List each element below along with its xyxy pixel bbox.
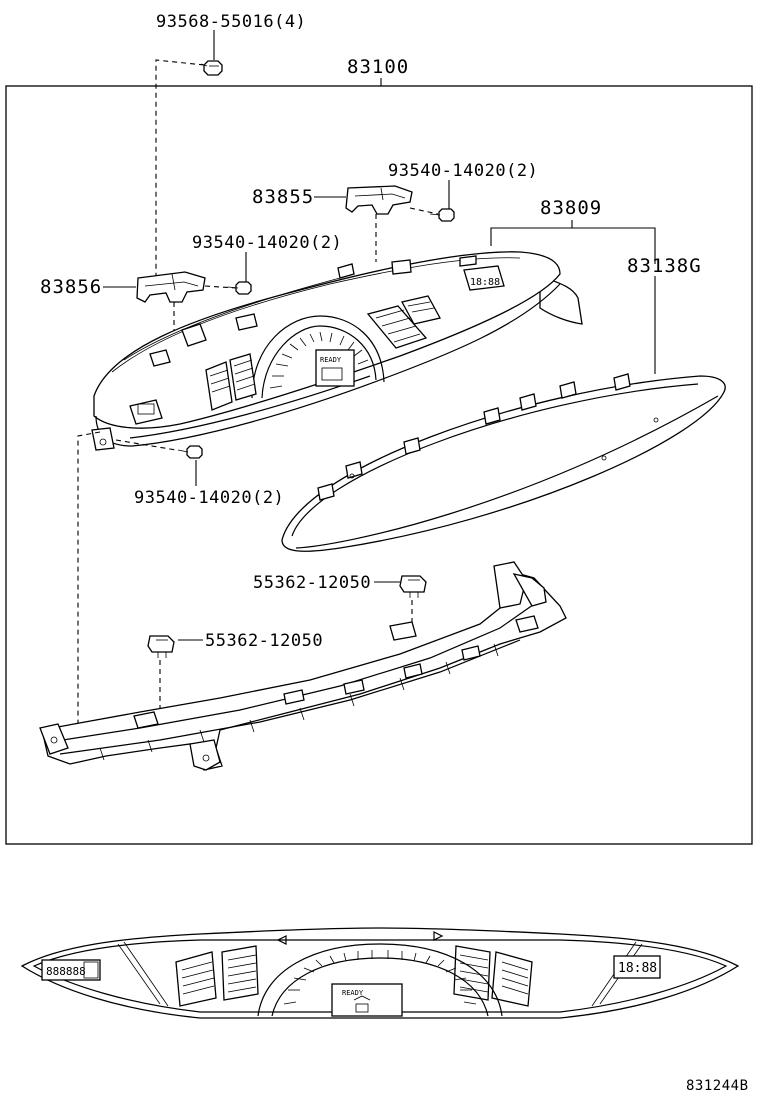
gauge-text-lower: READY xyxy=(342,989,364,997)
lens xyxy=(281,373,726,552)
assembly-frame xyxy=(5,85,753,845)
label-bolt-top: 93568-55016(4) xyxy=(156,12,306,32)
bracket-left xyxy=(136,271,206,303)
vent-right-lower xyxy=(453,945,533,1007)
vent-left-lower xyxy=(175,945,259,1007)
label-screw-bottom: 93540-14020(2) xyxy=(134,488,284,508)
label-bracket-left: 83856 xyxy=(40,276,102,298)
cluster-case: READY 18:88 xyxy=(91,251,583,451)
bracket-right xyxy=(345,185,413,215)
gauge-text-upper: READY xyxy=(320,356,342,364)
clip-lower xyxy=(147,635,175,658)
screw-left xyxy=(227,281,252,295)
label-clip-lower: 55362-12050 xyxy=(205,631,323,651)
label-bracket-right: 83855 xyxy=(252,186,314,208)
figure-code: 831244B xyxy=(686,1078,749,1094)
screw-bottom xyxy=(177,445,203,459)
label-lens: 83138G xyxy=(627,255,702,277)
label-clip-upper: 55362-12050 xyxy=(253,573,371,593)
vent-right-upper xyxy=(366,295,441,349)
bolt-top xyxy=(200,60,223,76)
lower-bracket xyxy=(39,561,567,771)
label-assembly: 83100 xyxy=(347,56,409,78)
screw-right xyxy=(429,208,455,222)
clock-upper: 18:88 xyxy=(470,277,500,288)
label-cluster-case: 83809 xyxy=(540,197,602,219)
front-view-panel: 888888 18:88 xyxy=(20,927,740,1019)
clip-upper xyxy=(399,575,427,598)
odometer: 888888 xyxy=(46,965,86,978)
clock-lower: 18:88 xyxy=(618,961,657,976)
label-screw-right: 93540-14020(2) xyxy=(388,161,538,181)
gauge-ticks-upper xyxy=(269,331,369,389)
gauge-ticks-lower xyxy=(283,950,477,1005)
vent-left-upper xyxy=(205,353,257,411)
label-screw-left: 93540-14020(2) xyxy=(192,233,342,253)
